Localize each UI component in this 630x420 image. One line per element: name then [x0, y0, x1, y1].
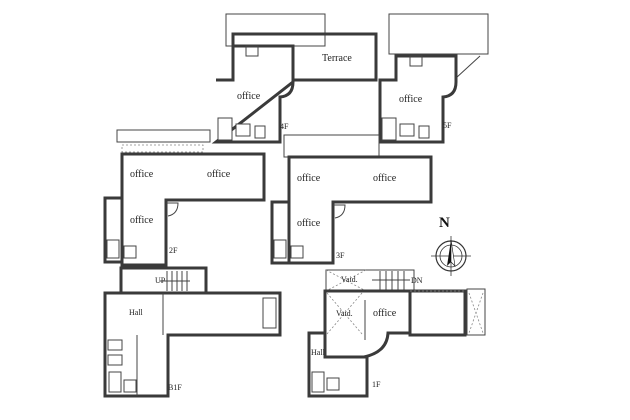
void-cross [325, 269, 367, 292]
floor-label: 1F [372, 380, 381, 389]
wall [211, 78, 295, 144]
wall [120, 152, 266, 267]
floor-label: 2F [169, 246, 178, 255]
floor-label: 3F [336, 251, 345, 260]
room-label: office [297, 173, 321, 184]
service-core [270, 200, 291, 265]
stair-direction-label: UP [155, 276, 166, 285]
shaft [245, 45, 259, 57]
floor-label: 4F [280, 122, 289, 131]
shaft [409, 55, 423, 67]
floor-plan-3f: office office office 3F [270, 134, 433, 265]
elevator-icon [123, 245, 137, 259]
void-cross [326, 292, 363, 335]
void-cross [325, 269, 367, 292]
room-label: Terrace [322, 53, 352, 64]
elevator-icon [123, 379, 137, 393]
room-label: office [237, 91, 261, 102]
planter-strip [121, 144, 204, 153]
north-label: N [439, 215, 450, 231]
void-cross [468, 292, 484, 334]
void-label: Vaid. [341, 275, 358, 284]
toilet-icon [254, 125, 266, 139]
entrance-canopy [466, 288, 486, 336]
north-compass: N [431, 215, 471, 276]
room-label: office [297, 218, 321, 229]
toilet-icon [107, 339, 123, 351]
stair-icon [106, 239, 120, 259]
room-label: Hall [129, 308, 144, 317]
north-arrow-icon [447, 240, 451, 266]
door-swing [166, 202, 179, 217]
roof-outline [225, 13, 326, 47]
stair-icon [273, 239, 287, 259]
stair-icon [311, 371, 325, 393]
stair-direction-label: DN [411, 276, 423, 285]
toilet-icon [418, 125, 430, 139]
balcony-outline [116, 129, 211, 143]
void-label: Vaid. [336, 309, 353, 318]
door-icon [262, 297, 277, 329]
stair-icon [381, 117, 397, 141]
door-swing [333, 204, 346, 219]
wall [216, 44, 295, 82]
north-arrow-icon [450, 239, 456, 267]
stair-icon [372, 271, 410, 290]
void-cross [326, 292, 363, 335]
floor-plan-4f: office Terrace 4F [211, 13, 378, 144]
room-label: office [399, 94, 423, 105]
floor-plan-1f: Vaid. DN Vaid. office Hall 1F [307, 269, 486, 398]
floor-label: 5F [443, 121, 452, 130]
elevator-icon [235, 123, 251, 137]
service-core [103, 196, 124, 264]
wall [408, 289, 467, 337]
floor-plan-5f: office 5F [378, 13, 489, 144]
terrace-wall [231, 32, 378, 82]
room-label: office [373, 173, 397, 184]
room-label: office [130, 215, 154, 226]
roof-line [455, 55, 481, 79]
floor-plan-b1f: UP Hall B1F [103, 266, 282, 398]
wall [378, 54, 458, 144]
room-label: Hall [311, 348, 326, 357]
roof-outline [388, 13, 489, 55]
toilet-icon [107, 354, 123, 366]
wall [307, 331, 369, 398]
wall [103, 291, 282, 398]
balcony-outline [283, 134, 380, 158]
stair-icon [217, 117, 233, 141]
stair-icon [108, 371, 122, 393]
floor-plan-2f: office office office 2F [103, 129, 266, 267]
elevator-icon [326, 377, 340, 391]
room-label: office [130, 169, 154, 180]
room-label: office [207, 169, 231, 180]
wall [323, 289, 412, 359]
stair-icon [160, 271, 190, 291]
room-label: office [373, 308, 397, 319]
floor-label: B1F [168, 383, 182, 392]
elevator-icon [290, 245, 304, 259]
elevator-icon [399, 123, 415, 137]
